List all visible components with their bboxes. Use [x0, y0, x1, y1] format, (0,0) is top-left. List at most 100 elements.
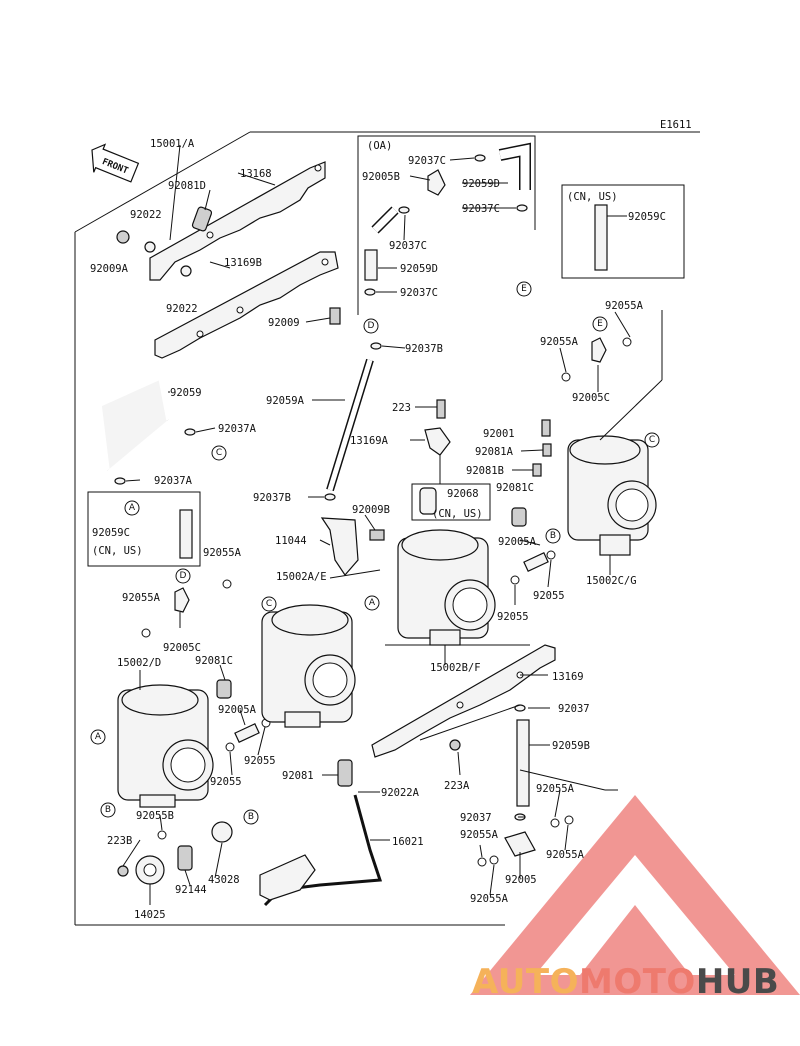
label-92037c-4: 92037C [400, 287, 438, 299]
hose-92068 [419, 487, 437, 515]
label-92055a-4: 92055A [122, 592, 161, 604]
ring-92055b [157, 830, 167, 840]
label-43028: 43028 [208, 874, 240, 886]
label-92055-right: 92055 [533, 590, 565, 602]
svg-text:A: A [95, 732, 102, 742]
ring-92055-2 [546, 550, 556, 560]
label-92005a-left: 92005A [218, 704, 257, 716]
label-92081b: 92081B [466, 465, 504, 477]
spring-92081c-left [216, 679, 232, 699]
label-15002b-f: 15002B/F [430, 662, 481, 674]
marker-b-right: B [545, 528, 561, 544]
label-92022a: 92022A [381, 787, 420, 799]
label-92022-a: 92022 [130, 209, 162, 221]
logo-text-moto: MOTO [578, 962, 696, 1002]
label-92037c-2: 92037C [462, 203, 500, 215]
label-92005: 92005 [505, 874, 537, 886]
label-92055b: 92055B [136, 810, 174, 822]
marker-d-left: D [175, 568, 191, 584]
svg-text:E: E [597, 319, 603, 329]
hose-92059 [99, 377, 169, 471]
nut-92022 [144, 241, 156, 253]
label-oa: (OA) [367, 140, 392, 152]
label-92081c-left: 92081C [195, 655, 233, 667]
ring-92055a-7 [477, 857, 487, 867]
clip-92037a-1 [184, 428, 196, 436]
svg-text:C: C [266, 599, 272, 609]
svg-text:B: B [248, 812, 254, 822]
svg-text:D: D [368, 321, 375, 331]
screw-92001 [541, 419, 551, 437]
spring-92081 [337, 759, 353, 787]
label-92005c-right: 92005C [572, 392, 610, 404]
carburetor-15002c-g [567, 435, 657, 556]
ring-92055a-8 [489, 855, 499, 865]
oa-box [357, 135, 536, 315]
bolt-92009a [116, 230, 130, 244]
svg-text:A: A [369, 598, 376, 608]
cover-43028 [211, 821, 233, 843]
svg-text:B: B [105, 805, 111, 815]
clip-92037a-2 [114, 477, 126, 485]
ring-92055a-1 [622, 337, 632, 347]
label-92059d-1: 92059D [462, 178, 500, 190]
label-92055-center: 92055 [497, 611, 529, 623]
label-13169a: 13169A [350, 435, 389, 447]
cable-bracket [259, 854, 316, 901]
bolt-223 [436, 399, 446, 419]
label-92055a-8: 92055A [470, 893, 509, 905]
cn-us-box-right [561, 184, 685, 279]
bracket-13169b [154, 251, 339, 359]
label-92037-1: 92037 [558, 703, 590, 715]
logo-text-auto: AUTO [472, 962, 579, 1002]
label-13169: 13169 [552, 671, 584, 683]
label-cn-us-left: (CN, US) [92, 545, 143, 557]
marker-c-hose: C [211, 445, 227, 461]
spring-92144 [177, 845, 193, 871]
label-223: 223 [392, 402, 411, 414]
marker-b-left: B [100, 802, 116, 818]
label-16021: 16021 [392, 836, 424, 848]
label-92059d-2: 92059D [400, 263, 438, 275]
hose-92059c-right [594, 204, 608, 271]
spring-92081c-right [511, 507, 527, 527]
label-15002a-e: 15002A/E [276, 571, 327, 583]
label-92055a-3: 92055A [203, 547, 242, 559]
diagram-frame [74, 131, 700, 926]
bracket-11044 [320, 517, 359, 576]
label-92022-b: 92022 [166, 303, 198, 315]
svg-text:C: C [649, 435, 655, 445]
pipe-92005a-left [234, 723, 260, 743]
label-92009b: 92009B [352, 504, 390, 516]
label-92005c-left: 92005C [163, 642, 201, 654]
label-92081: 92081 [282, 770, 314, 782]
label-92005b: 92005B [362, 171, 400, 183]
label-92059c-right: 92059C [628, 211, 666, 223]
label-92055-left-b: 92055 [210, 776, 242, 788]
label-92037-2: 92037 [460, 812, 492, 824]
label-92144: 92144 [175, 884, 207, 896]
label-13168: 13168 [240, 168, 272, 180]
spring-92081a [542, 443, 552, 457]
fitting-92005c-left [174, 587, 190, 613]
bracket-13169 [371, 644, 556, 758]
carburetor-15002b-f [397, 529, 496, 646]
label-cn-us-right: (CN, US) [567, 191, 618, 203]
svg-text:E: E [521, 284, 527, 294]
svg-text:B: B [550, 531, 556, 541]
label-92055a-5: 92055A [536, 783, 575, 795]
label-92001: 92001 [483, 428, 515, 440]
carburetor-15002-d [117, 684, 214, 808]
clip-92037c-4 [364, 288, 376, 296]
label-92068: 92068 [447, 488, 479, 500]
label-cn-us-center: (CN, US) [432, 508, 483, 520]
marker-e-right: E [592, 316, 608, 332]
label-92037c-1: 92037C [408, 155, 446, 167]
clip-92037b-2 [324, 493, 336, 501]
label-92009a: 92009A [90, 263, 129, 275]
automotohub-logo-text: AUTOMOTOHUB [472, 962, 779, 1002]
automotohub-logo-triangle [470, 795, 800, 995]
ring-92055a-6 [564, 815, 574, 825]
bolt-223b [117, 865, 129, 877]
